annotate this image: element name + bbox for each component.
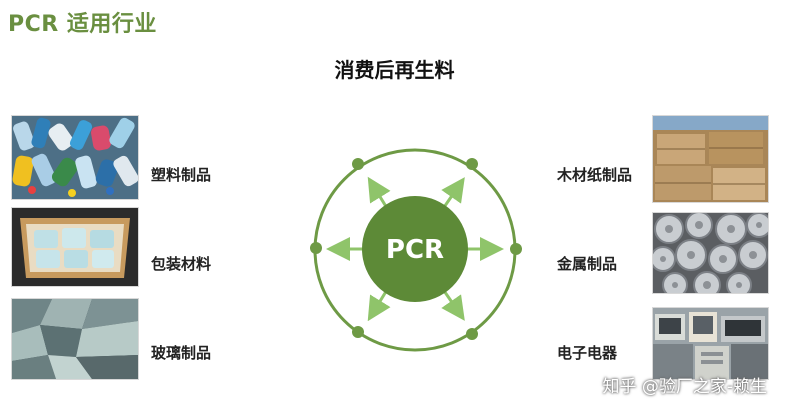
industry-label-plastic: 塑料制品 [151, 166, 212, 184]
pcr-center-label: PCR [386, 235, 444, 265]
glass-shards-photo [11, 298, 139, 380]
pcr-cycle-diagram: PCR [310, 148, 522, 352]
metal-wheels-photo [652, 212, 769, 294]
ring-node-right [510, 243, 522, 255]
industry-label-electronics: 电子电器 [557, 344, 618, 362]
ring-node-bottom-right [466, 328, 478, 340]
ring-node-bottom-left [352, 326, 364, 338]
page-title: PCR 适用行业 [8, 12, 157, 37]
electronic-waste-photo [652, 307, 769, 380]
ring-node-left [310, 242, 322, 254]
industry-label-glass: 玻璃制品 [151, 344, 212, 362]
packaging-box-photo [11, 207, 139, 287]
industry-label-metal: 金属制品 [557, 255, 618, 273]
pcr-center-circle [362, 196, 468, 302]
cardboard-bales-photo [652, 115, 769, 203]
diagram-subtitle: 消费后再生料 [334, 58, 455, 82]
watermark: 知乎 @验厂之家-赖生 [602, 377, 767, 397]
industry-label-wood-paper: 木材纸制品 [557, 166, 633, 184]
ring-node-top-left [352, 158, 364, 170]
plastic-bottles-photo [11, 115, 139, 200]
ring-node-top-right [466, 158, 478, 170]
industry-label-packaging: 包装材料 [151, 255, 212, 273]
